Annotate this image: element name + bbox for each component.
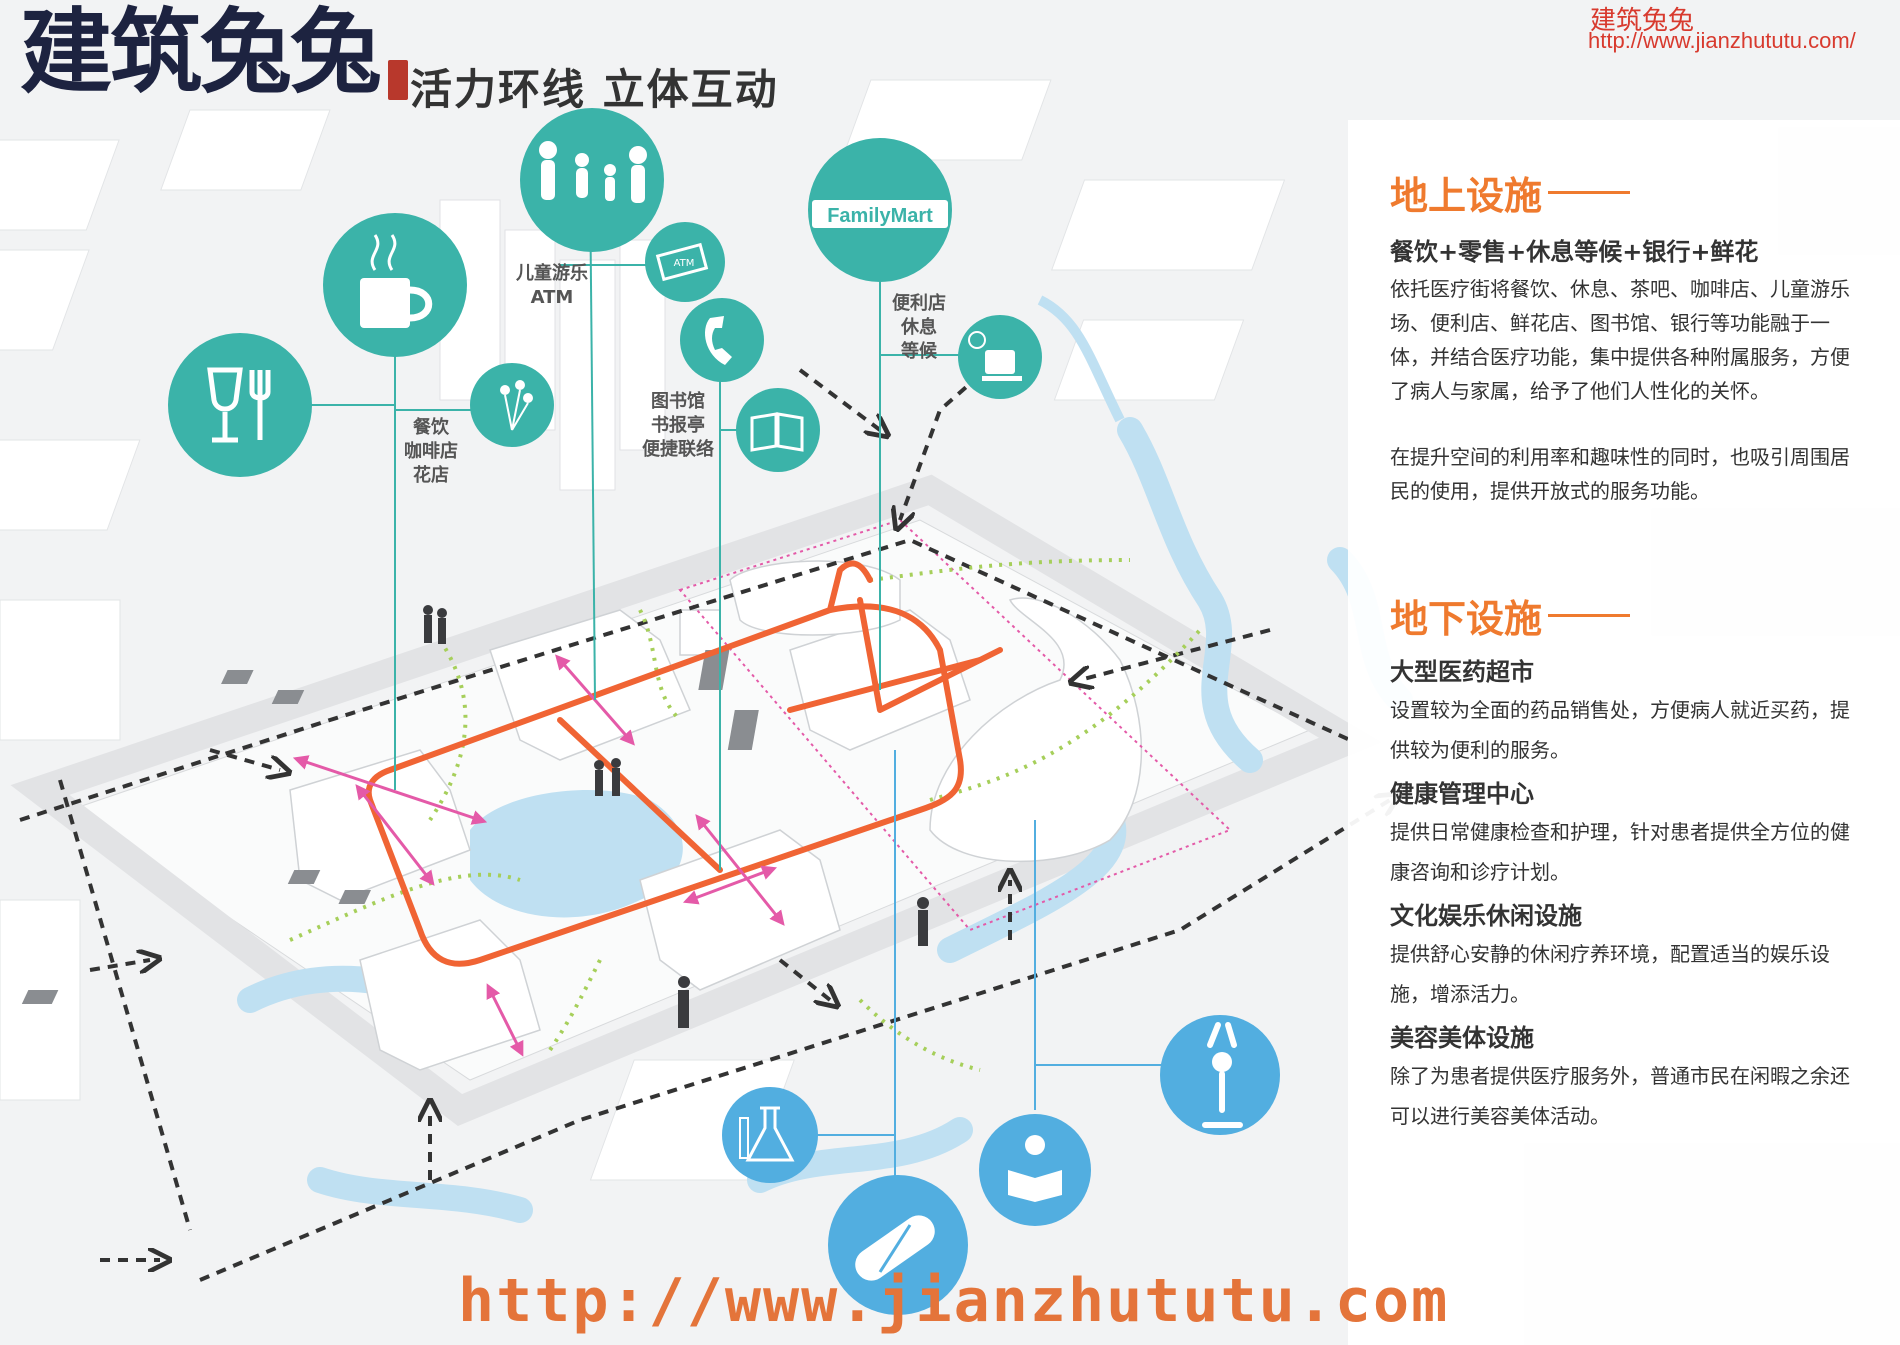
- flower-icon: [470, 363, 554, 447]
- green-paths: [289, 558, 1202, 1072]
- label-convenience: 便利店 休息 等候: [892, 293, 946, 362]
- bottom-watermark-url: http://www.jianzhututu.com: [458, 1266, 1450, 1336]
- above-ground-para1: 依托医疗街将餐饮、休息、茶吧、咖啡店、儿童游乐场、便利店、鲜花店、图书馆、银行等…: [1390, 277, 1850, 403]
- underground-item-heading: 大型医药超市: [1390, 658, 1534, 686]
- underground-title: 地下设施: [1390, 588, 1631, 643]
- circulation-routes: [19, 338, 1390, 1282]
- lab-flask-icon: [722, 1087, 818, 1183]
- children-play-icon: [520, 108, 664, 252]
- underground-item-text: 设置较为全面的药品销售处，方便病人就近买药，提供较为便利的服务。: [1390, 698, 1850, 762]
- underground-item-heading: 美容美体设施: [1390, 1024, 1534, 1052]
- page-title: 活力环线 立体互动: [410, 65, 779, 114]
- above-ground-para2: 在提升空间的利用率和趣味性的同时，也吸引周围居民的使用，提供开放式的服务功能。: [1390, 445, 1850, 503]
- brand-logo: 建筑兔兔: [20, 0, 382, 106]
- courtyards: [21, 650, 759, 1004]
- yoga-icon: [1160, 1015, 1280, 1135]
- underground-item-text: 除了为患者提供医疗服务外，普通市民在闲暇之余还可以进行美容美体活动。: [1390, 1064, 1850, 1128]
- underground-item-heading: 文化娱乐休闲设施: [1390, 902, 1582, 930]
- label-dining-coffee-flower: 餐饮 咖啡店 花店: [404, 417, 458, 486]
- people-figures: [423, 605, 929, 1028]
- label-children-atm: 儿童游乐 ATM: [516, 263, 588, 308]
- phone-icon: [680, 298, 764, 382]
- atm-text: ATM: [674, 258, 695, 269]
- watermark-site-name: 建筑兔兔: [1590, 6, 1695, 36]
- familymart-icon: FamilyMart: [808, 138, 952, 282]
- waiting-seat-icon: [958, 315, 1042, 399]
- pond: [470, 790, 683, 918]
- river-right: [1037, 295, 1125, 423]
- title-rule: [1548, 614, 1631, 617]
- underground-item-heading: 健康管理中心: [1390, 780, 1534, 808]
- pill-icon: [828, 1175, 968, 1315]
- dining-icon: [168, 333, 312, 477]
- above-ground-subtitle: 餐饮+零售+休息等候+银行+鲜花: [1390, 238, 1759, 266]
- title-rule: [1548, 191, 1631, 194]
- red-seal-stamp: [388, 60, 408, 100]
- label-library: 图书馆 书报亭 便捷联络: [642, 391, 714, 460]
- coffee-cup-icon: [323, 213, 467, 357]
- description-panel: [1348, 120, 1900, 1345]
- above-ground-title: 地上设施: [1390, 165, 1631, 220]
- reading-icon: [979, 1114, 1091, 1226]
- book-icon: [736, 388, 820, 472]
- underground-title-text: 地下设施: [1390, 597, 1543, 641]
- above-ground-title-text: 地上设施: [1390, 174, 1543, 218]
- familymart-text: FamilyMart: [827, 205, 933, 227]
- towers: [439, 199, 666, 491]
- underground-item-text: 提供日常健康检查和护理，针对患者提供全方位的健康咨询和诊疗计划。: [1390, 820, 1850, 884]
- atm-icon: ATM: [645, 222, 725, 302]
- underground-item-text: 提供舒心安静的休闲疗养环境，配置适当的娱乐设施，增添活力。: [1390, 942, 1830, 1006]
- watermark-site-url[interactable]: http://www.jianzhututu.com/: [1588, 28, 1856, 53]
